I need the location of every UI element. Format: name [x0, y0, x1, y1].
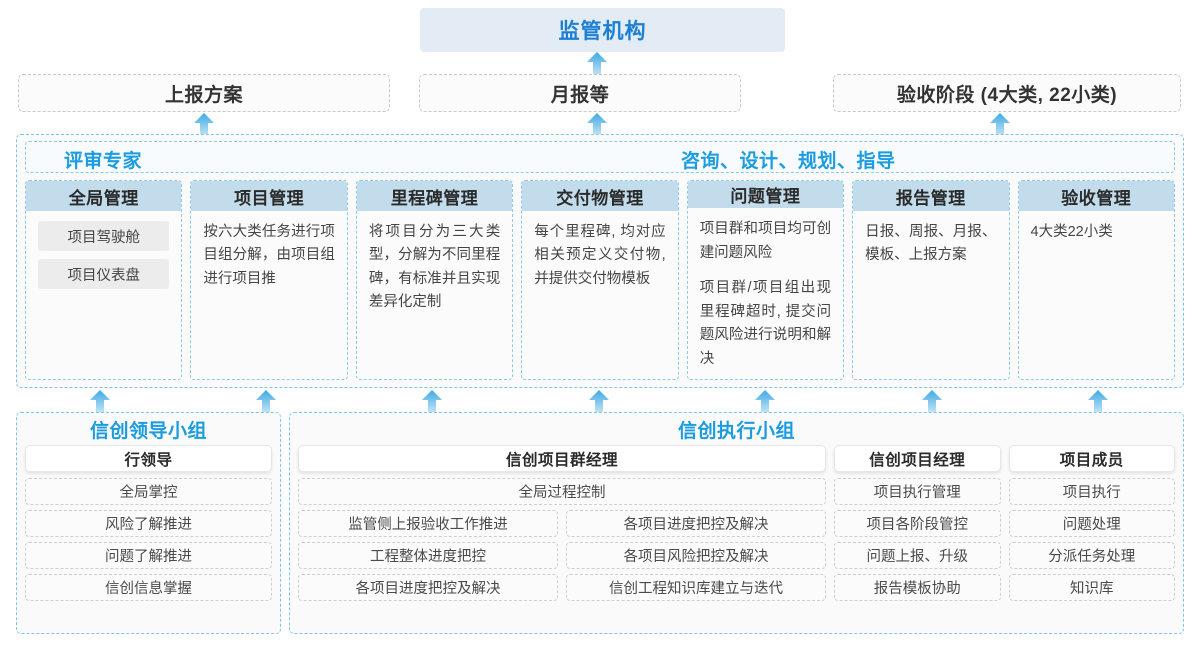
task-pill[interactable]: 问题了解推进: [25, 542, 272, 569]
card-body: 项目驾驶舱 项目仪表盘: [26, 211, 182, 379]
task-pill[interactable]: 报告模板协助: [834, 574, 1001, 601]
card-title: 问题管理: [687, 181, 844, 209]
task-pill[interactable]: 各项目进度把控及解决: [298, 574, 558, 601]
top-regulator-row: 监管机构: [0, 8, 1200, 54]
card-title: 报告管理: [853, 181, 1009, 211]
card-report-management[interactable]: 报告管理 日报、周报、月报、模板、上报方案: [852, 180, 1010, 380]
card-title: 验收管理: [1018, 181, 1174, 211]
group-leadership: 信创领导小组 行领导 全局掌控 风险了解推进 问题了解推进 信创信息掌握: [16, 412, 281, 634]
card-title: 里程碑管理: [356, 181, 513, 211]
card-body: 日报、周报、月报、模板、上报方案: [853, 211, 1009, 379]
task-pill[interactable]: 项目各阶段管控: [834, 510, 1001, 537]
task-pill[interactable]: 工程整体进度把控: [298, 542, 558, 569]
task-pill[interactable]: 全局掌控: [25, 478, 272, 505]
chip-item[interactable]: 项目驾驶舱: [38, 221, 170, 251]
card-milestone-management[interactable]: 里程碑管理 将项目分为三大类型，分解为不同里程碑，有标准并且实现差异化定制: [355, 180, 514, 380]
arrow-up-icon-card-1: [90, 390, 110, 412]
middle-header-label-right: 咨询、设计、规划、指导: [681, 151, 896, 172]
arrow-up-icon-to-monthly: [587, 113, 607, 135]
role-pill-program-manager[interactable]: 信创项目群经理: [298, 445, 826, 472]
program-manager-subcolumns: 监管侧上报验收工作推进 工程整体进度把控 各项目进度把控及解决 各项目进度把控及…: [298, 510, 826, 601]
card-paragraph: 将项目分为三大类型，分解为不同里程碑，有标准并且实现差异化定制: [368, 224, 501, 311]
regulator-box[interactable]: 监管机构: [420, 8, 785, 52]
arrow-up-icon-card-2: [256, 390, 276, 412]
group-title: 信创执行小组: [677, 421, 795, 442]
task-pill[interactable]: 问题处理: [1008, 510, 1175, 537]
card-project-management[interactable]: 项目管理 按六大类任务进行项目组分解，由项目组进行项目推: [190, 180, 348, 380]
column-program-manager: 信创项目群经理 全局过程控制 监管侧上报验收工作推进 工程整体进度把控 各项目进…: [298, 445, 826, 625]
middle-section-header: 评审专家 咨询、设计、规划、指导: [25, 141, 1175, 173]
chip-item[interactable]: 项目仪表盘: [38, 259, 170, 289]
card-body: 项目群和项目均可创建问题风险 项目群/项目组出现里程碑超时, 提交问题风险进行说…: [687, 208, 844, 379]
card-body: 按六大类任务进行项目组分解，由项目组进行项目推: [191, 211, 347, 379]
arrow-up-icon-card-3: [422, 390, 442, 412]
task-pill[interactable]: 各项目进度把控及解决: [566, 510, 826, 537]
card-paragraph: 日报、周报、月报、模板、上报方案: [865, 224, 997, 264]
card-paragraph: 4大类22小类: [1030, 224, 1113, 240]
group-execution: 信创执行小组 信创项目群经理 全局过程控制 监管侧上报验收工作推进 工程整体进度…: [289, 412, 1184, 634]
task-pill[interactable]: 监管侧上报验收工作推进: [298, 510, 558, 537]
middle-cards-row: 全局管理 项目驾驶舱 项目仪表盘 项目管理 按六大类任务进行项目组分解，由项目组…: [25, 180, 1175, 380]
task-pill[interactable]: 项目执行管理: [834, 478, 1001, 505]
program-manager-right-tasks: 各项目进度把控及解决 各项目风险把控及解决 信创工程知识库建立与迭代: [566, 510, 826, 601]
task-pill[interactable]: 信创信息掌握: [25, 574, 272, 601]
report-box-acceptance[interactable]: 验收阶段 (4大类, 22小类): [833, 74, 1181, 112]
task-pill[interactable]: 问题上报、升级: [834, 542, 1001, 569]
column-project-manager: 信创项目经理 项目执行管理 项目各阶段管控 问题上报、升级 报告模板协助: [834, 445, 1001, 625]
card-body: 将项目分为三大类型，分解为不同里程碑，有标准并且实现差异化定制: [356, 211, 513, 379]
role-pill-bank-leader[interactable]: 行领导: [25, 445, 272, 472]
task-pill[interactable]: 信创工程知识库建立与迭代: [566, 574, 826, 601]
card-acceptance-management[interactable]: 验收管理 4大类22小类: [1017, 180, 1175, 380]
role-pill-project-manager[interactable]: 信创项目经理: [834, 445, 1001, 472]
card-paragraph: 每个里程碑, 均对应相关预定义交付物, 并提供交付物模板: [534, 224, 666, 287]
card-deliverable-management[interactable]: 交付物管理 每个里程碑, 均对应相关预定义交付物, 并提供交付物模板: [521, 180, 679, 380]
card-body: 4大类22小类: [1018, 211, 1174, 379]
task-pill[interactable]: 各项目风险把控及解决: [566, 542, 826, 569]
card-title: 全局管理: [26, 181, 182, 211]
arrow-up-icon-to-plan: [194, 113, 214, 135]
middle-header-label-left: 评审专家: [64, 151, 143, 172]
task-pill-wide[interactable]: 全局过程控制: [298, 478, 826, 505]
program-manager-left-tasks: 监管侧上报验收工作推进 工程整体进度把控 各项目进度把控及解决: [298, 510, 558, 601]
task-pill[interactable]: 项目执行: [1008, 478, 1175, 505]
card-paragraph: 按六大类任务进行项目组分解，由项目组进行项目推: [203, 224, 335, 287]
report-box-plan[interactable]: 上报方案: [18, 74, 390, 112]
card-issue-management[interactable]: 问题管理 项目群和项目均可创建问题风险 项目群/项目组出现里程碑超时, 提交问题…: [686, 180, 845, 380]
arrow-up-icon-card-6: [922, 390, 942, 412]
arrow-up-icon-to-regulator: [587, 52, 607, 74]
card-paragraph: 项目群/项目组出现里程碑超时, 提交问题风险进行说明和解决: [699, 280, 832, 367]
bottom-section: 信创领导小组 行领导 全局掌控 风险了解推进 问题了解推进 信创信息掌握 信创执…: [16, 412, 1184, 634]
task-pill[interactable]: 知识库: [1008, 574, 1175, 601]
arrow-up-icon-to-acceptance: [990, 113, 1010, 135]
execution-columns: 信创项目群经理 全局过程控制 监管侧上报验收工作推进 工程整体进度把控 各项目进…: [298, 445, 1175, 625]
card-title: 交付物管理: [522, 181, 678, 211]
card-global-management[interactable]: 全局管理 项目驾驶舱 项目仪表盘: [25, 180, 183, 380]
middle-section: 评审专家 咨询、设计、规划、指导 全局管理 项目驾驶舱 项目仪表盘 项目管理 按…: [16, 134, 1184, 388]
card-body: 每个里程碑, 均对应相关预定义交付物, 并提供交付物模板: [522, 211, 678, 379]
task-pill[interactable]: 分派任务处理: [1008, 542, 1175, 569]
column-project-member: 项目成员 项目执行 问题处理 分派任务处理 知识库: [1008, 445, 1175, 625]
report-box-monthly[interactable]: 月报等: [419, 74, 741, 112]
card-paragraph: 项目群和项目均可创建问题风险: [699, 221, 832, 261]
group-title: 信创领导小组: [89, 421, 207, 442]
arrow-up-icon-card-4: [589, 390, 609, 412]
task-pill[interactable]: 风险了解推进: [25, 510, 272, 537]
report-row: 上报方案 月报等 验收阶段 (4大类, 22小类): [18, 74, 1182, 112]
arrow-up-icon-card-7: [1088, 390, 1108, 412]
arrow-up-icon-card-5: [755, 390, 775, 412]
card-title: 项目管理: [191, 181, 347, 211]
role-pill-project-member[interactable]: 项目成员: [1008, 445, 1175, 472]
